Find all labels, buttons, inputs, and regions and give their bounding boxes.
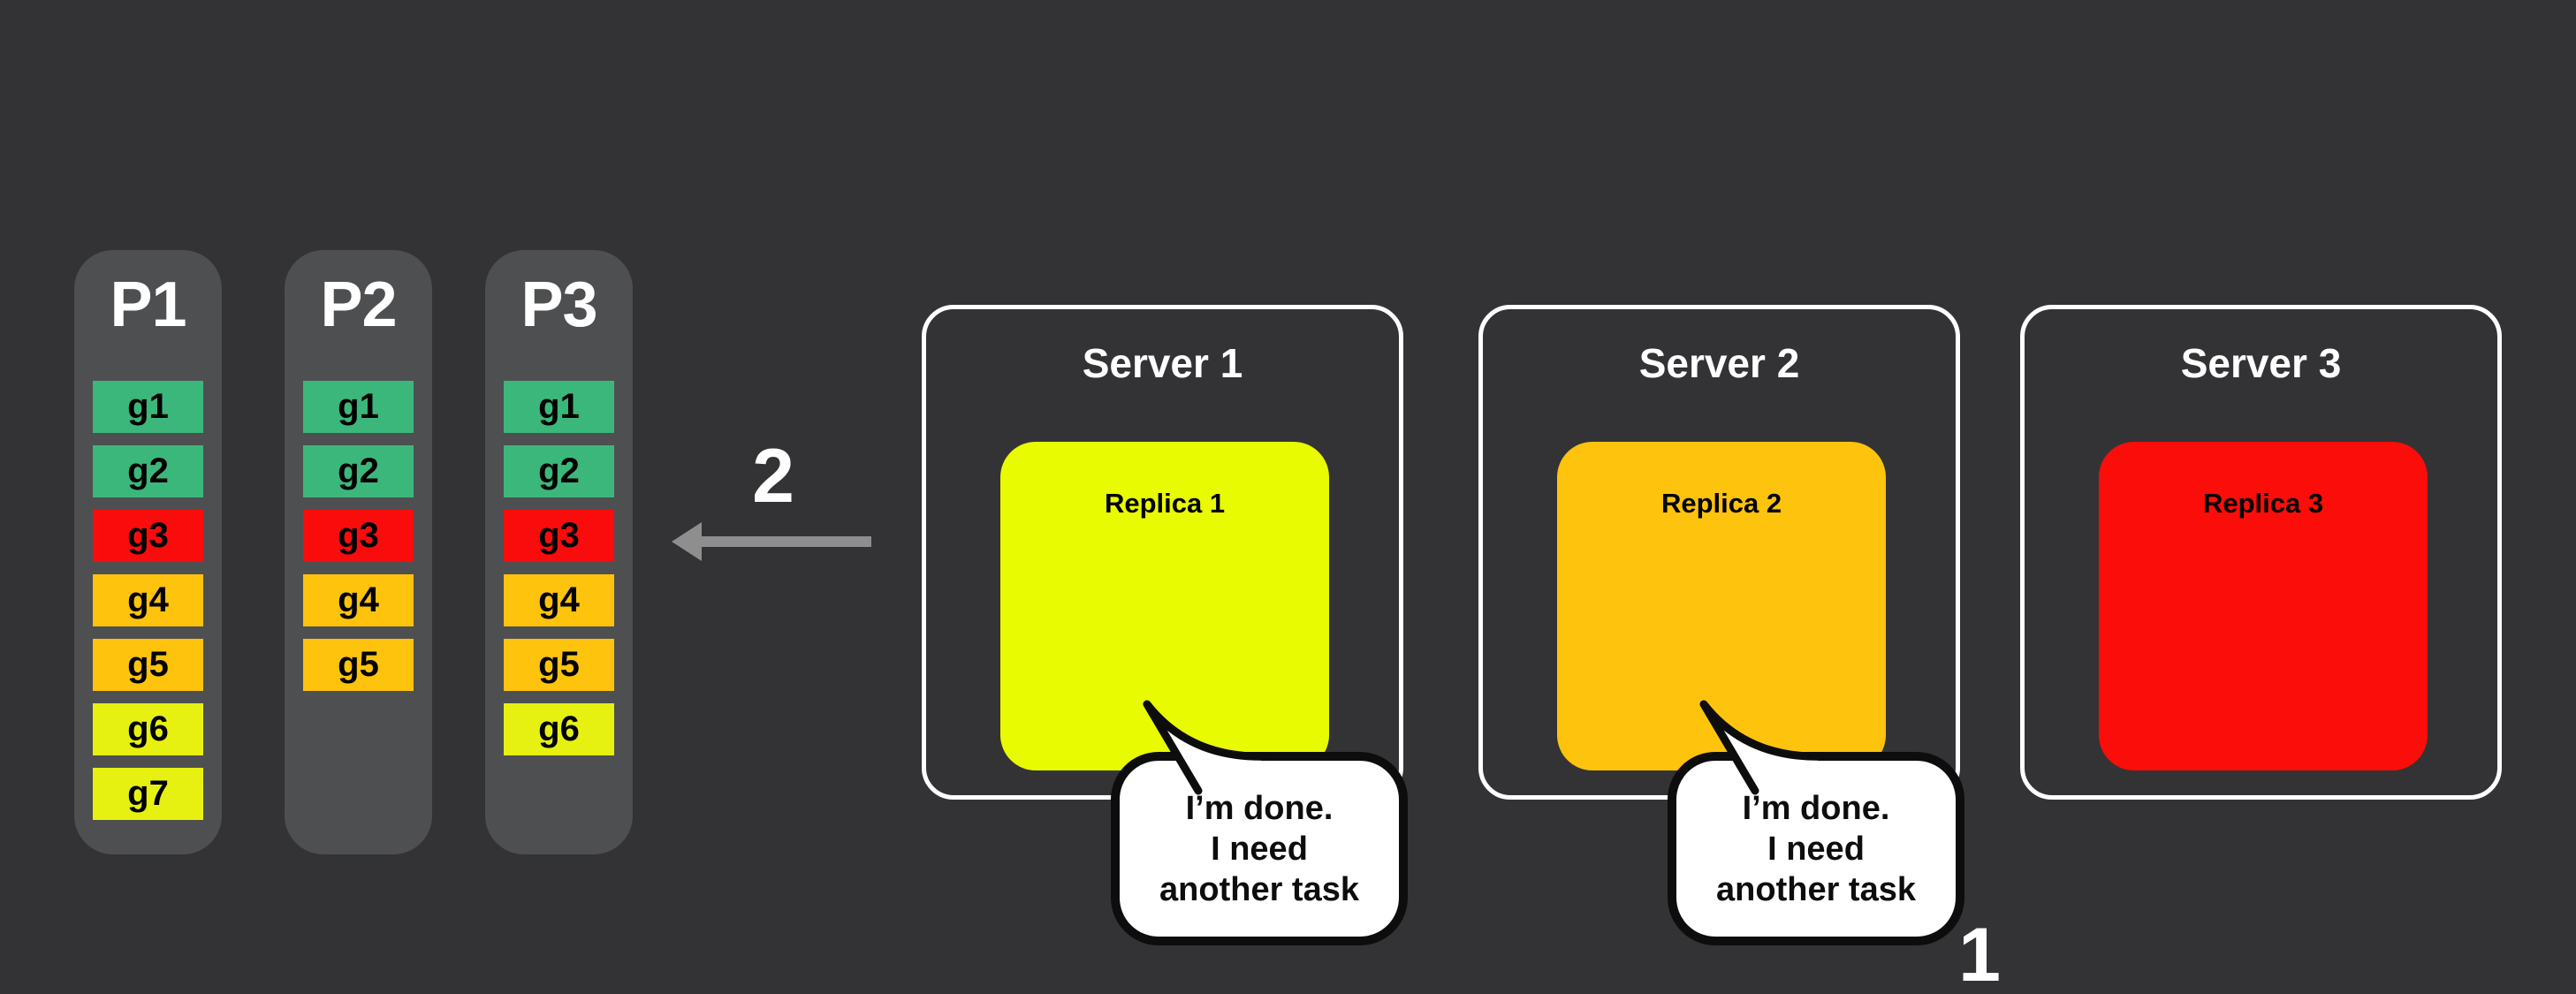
task-chip-g1: g1 (504, 381, 614, 433)
bubble-text-line: I’m done. (1742, 789, 1890, 827)
server-title: Server 2 (1638, 340, 1800, 386)
bubble-text-line: I need (1767, 830, 1865, 868)
replica-2: Replica 2 (1557, 442, 1886, 770)
server-title: Server 1 (1082, 340, 1243, 386)
replica-label: Replica 2 (1660, 488, 1782, 519)
partition-title: P2 (320, 269, 397, 340)
task-chip-g2: g2 (504, 445, 614, 497)
replica-3: Replica 3 (2099, 442, 2428, 770)
partition-title: P3 (521, 269, 597, 340)
replica-1: Replica 1 (1000, 442, 1329, 770)
task-chip-g5: g5 (504, 639, 614, 691)
chip-stack: g1 g2 g3 g4 g5 (303, 381, 414, 691)
chip-stack: g1 g2 g3 g4 g5 g6 g7 (93, 381, 203, 820)
speech-bubble-tail-path (1143, 700, 1274, 795)
server-box-2: Server 2 Replica 2 (1478, 305, 1960, 800)
speech-bubble-tail-icon (1699, 700, 1831, 795)
task-chip-g2: g2 (303, 445, 414, 497)
speech-bubble-tail-icon (1143, 700, 1274, 795)
task-chip-g3: g3 (504, 510, 614, 562)
task-chip-g1: g1 (303, 381, 414, 433)
server-title: Server 3 (2180, 340, 2342, 386)
server-box-3: Server 3 Replica 3 (2020, 305, 2502, 800)
task-chip-g6: g6 (504, 703, 614, 755)
task-chip-g2: g2 (93, 445, 203, 497)
replica-label: Replica 3 (2202, 488, 2324, 519)
speech-bubble-tail-path (1699, 700, 1831, 795)
task-chip-g3: g3 (93, 510, 203, 562)
task-chip-g3: g3 (303, 510, 414, 562)
arrow-shaft (693, 536, 871, 547)
task-chip-g7: g7 (93, 768, 203, 820)
arrow-head (672, 522, 702, 561)
task-chip-g6: g6 (93, 703, 203, 755)
partition-p1: P1 g1 g2 g3 g4 g5 g6 g7 (74, 250, 222, 854)
chip-stack: g1 g2 g3 g4 g5 g6 (504, 381, 614, 755)
task-chip-g4: g4 (303, 574, 414, 626)
task-chip-g5: g5 (303, 639, 414, 691)
bubble-text-line: another task (1716, 870, 1916, 908)
bubble-text-line: I need (1211, 830, 1308, 868)
task-chip-g4: g4 (504, 574, 614, 626)
partition-p2: P2 g1 g2 g3 g4 g5 (285, 250, 432, 854)
step-2-label: 2 (752, 434, 794, 519)
task-chip-g5: g5 (93, 639, 203, 691)
step-1-label: 1 (1958, 913, 2001, 994)
bubble-text-line: another task (1159, 870, 1359, 908)
task-chip-g4: g4 (93, 574, 203, 626)
partition-p3: P3 g1 g2 g3 g4 g5 g6 (485, 250, 633, 854)
bubble-text-line: I’m done. (1185, 789, 1334, 827)
partition-title: P1 (110, 269, 186, 340)
server-box-1: Server 1 Replica 1 (922, 305, 1403, 800)
task-chip-g1: g1 (93, 381, 203, 433)
replica-label: Replica 1 (1104, 488, 1226, 519)
left-arrow-icon (672, 522, 871, 561)
